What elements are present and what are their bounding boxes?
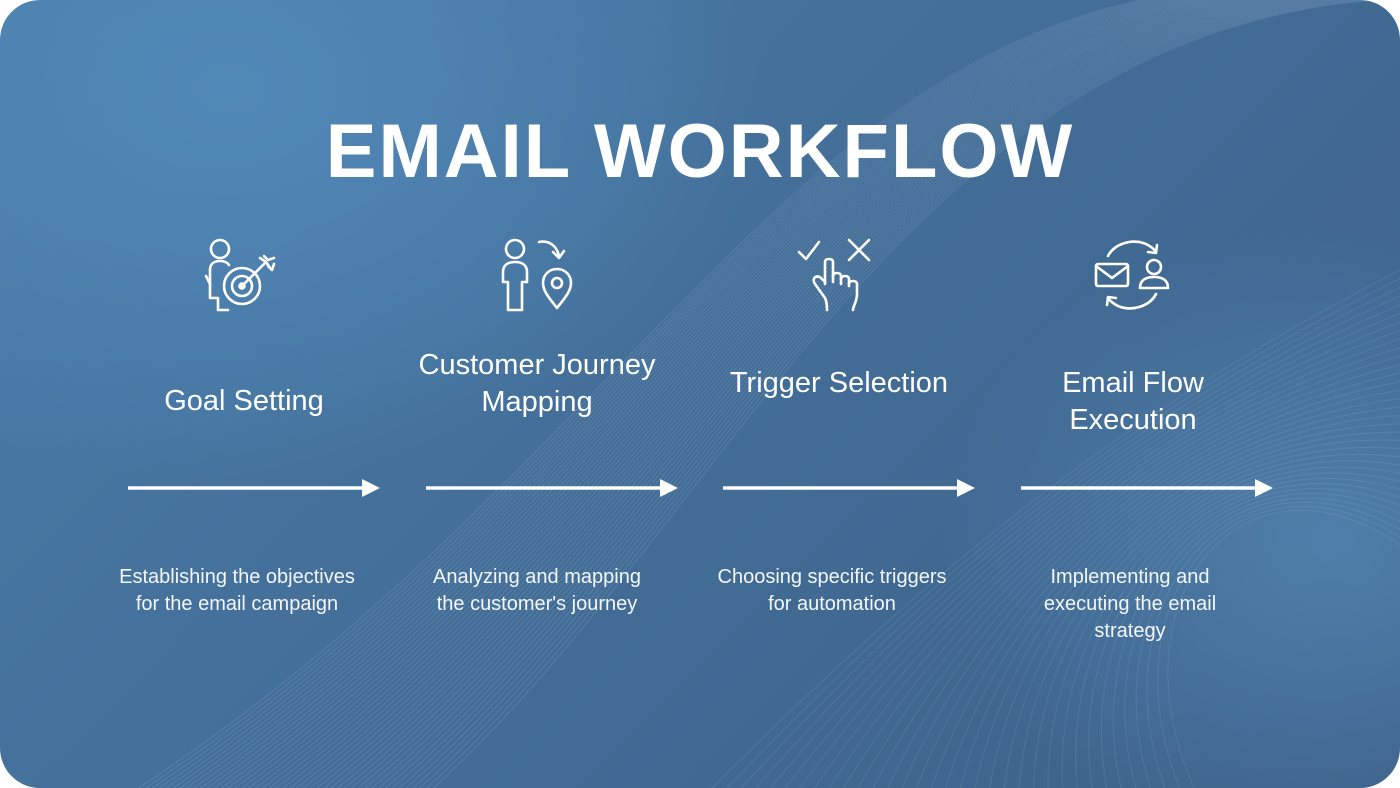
flow-arrow bbox=[128, 478, 380, 498]
step-description-customer-journey-mapping: Analyzing and mapping the customer's jou… bbox=[433, 566, 641, 615]
flow-arrow bbox=[723, 478, 975, 498]
email-user-sync-icon bbox=[1092, 236, 1172, 316]
step-description-goal-setting: Establishing the objectives for the emai… bbox=[119, 566, 355, 615]
step-title-goal-setting: Goal Setting bbox=[164, 385, 324, 417]
person-location-icon bbox=[497, 236, 577, 316]
flow-arrow bbox=[426, 478, 678, 498]
hand-check-x-icon bbox=[795, 234, 875, 314]
step-description-trigger-selection: Choosing specific triggers for automatio… bbox=[717, 566, 947, 615]
step-title-trigger-selection: Trigger Selection bbox=[729, 367, 949, 399]
page-title: EMAIL WORKFLOW bbox=[325, 109, 1075, 194]
flow-arrow bbox=[1021, 478, 1273, 498]
wave-line-group bbox=[711, 269, 1400, 788]
step-title-customer-journey-mapping: Customer Journey Mapping bbox=[418, 349, 656, 418]
wave-line-group bbox=[137, 0, 1381, 788]
step-description-email-flow-execution: Implementing and executing the email str… bbox=[1043, 566, 1217, 642]
person-target-icon bbox=[200, 236, 280, 316]
step-title-email-flow-execution: Email Flow Execution bbox=[1062, 367, 1204, 436]
